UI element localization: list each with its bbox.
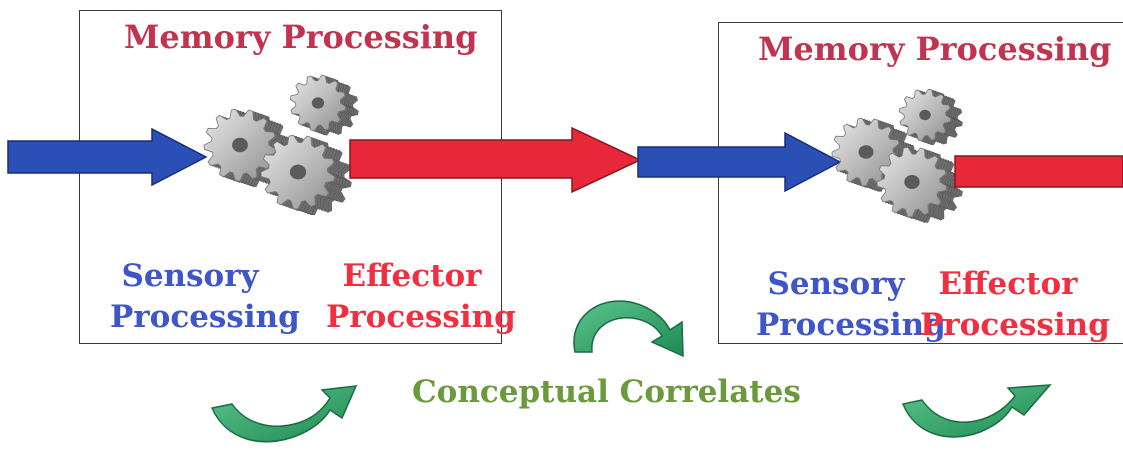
curved-arrow-icon — [210, 385, 358, 443]
box2-sensory-line1: Sensory — [767, 266, 905, 302]
conceptual-correlates-label: Conceptual Correlates — [412, 374, 801, 410]
gear-hub — [919, 109, 931, 121]
box1-effector-label: Effector Processing — [326, 256, 516, 338]
gears-icon — [203, 74, 359, 216]
input-arrow-icon — [7, 127, 208, 187]
gear-hub — [858, 145, 874, 159]
box2-effector-line2: Processing — [920, 307, 1110, 343]
gears-icon — [831, 88, 963, 223]
box1-sensory-label: Sensory Processing — [110, 256, 300, 338]
box1-sensory-line1: Sensory — [121, 258, 259, 294]
box2-effector-label: Effector Processing — [920, 264, 1110, 346]
output-arrow-icon — [954, 155, 1123, 188]
box1-effector-line2: Processing — [326, 299, 516, 335]
curved-arrow-icon — [901, 384, 1052, 438]
box2-sensory-line2: Processing — [756, 307, 946, 343]
box2-sensory-label: Sensory Processing — [756, 264, 946, 346]
gear-hub — [904, 175, 920, 189]
box1-effector-line1: Effector — [342, 258, 482, 294]
box1-title: Memory Processing — [124, 18, 478, 56]
input-arrow-icon — [637, 131, 842, 193]
box1-sensory-line2: Processing — [110, 299, 300, 335]
gear-hub — [289, 164, 307, 180]
gear-hub — [311, 97, 325, 109]
curved-arrow-icon — [573, 300, 684, 358]
output-arrow-icon — [349, 126, 642, 194]
box2-effector-line1: Effector — [938, 266, 1078, 302]
box2-title: Memory Processing — [758, 30, 1112, 68]
gear-hub — [232, 137, 248, 153]
